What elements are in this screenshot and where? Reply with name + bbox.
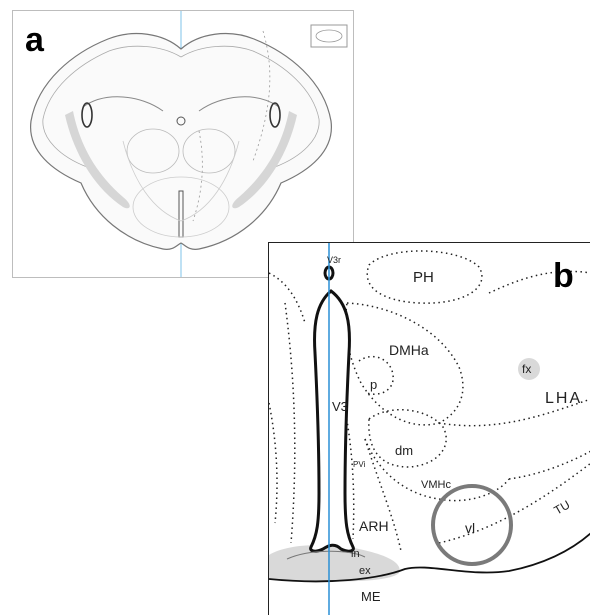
label-dmha: DMHa bbox=[389, 342, 429, 358]
label-me: ME bbox=[361, 589, 381, 604]
label-ex: ex bbox=[359, 565, 371, 577]
hypothalamus-drawing: V3r PH fx LHA DMHa p V3 dm PVi VMHc TU A… bbox=[269, 243, 590, 615]
label-vl: vl bbox=[465, 520, 475, 536]
label-in: in bbox=[351, 548, 360, 560]
label-tu: TU bbox=[552, 497, 573, 517]
label-ph: PH bbox=[413, 269, 434, 286]
panel-a-letter: a bbox=[25, 21, 44, 60]
third-ventricle bbox=[311, 291, 354, 551]
label-v3r: V3r bbox=[327, 255, 341, 265]
panel-b-hypothalamus-detail: V3r PH fx LHA DMHa p V3 dm PVi VMHc TU A… bbox=[268, 242, 590, 615]
label-fx: fx bbox=[522, 362, 531, 376]
label-dm: dm bbox=[395, 443, 413, 458]
label-p: p bbox=[370, 377, 377, 392]
label-v3: V3 bbox=[332, 399, 348, 414]
panel-a-brain-section: a bbox=[12, 10, 354, 278]
label-pvi: PVi bbox=[353, 460, 366, 469]
panel-b-letter: b bbox=[553, 257, 574, 296]
label-vmhc: VMHc bbox=[421, 479, 451, 491]
inset-brain-icon bbox=[316, 30, 342, 42]
label-arh: ARH bbox=[359, 518, 389, 534]
label-lha: LHA bbox=[545, 390, 582, 407]
brain-section-drawing bbox=[13, 11, 353, 277]
